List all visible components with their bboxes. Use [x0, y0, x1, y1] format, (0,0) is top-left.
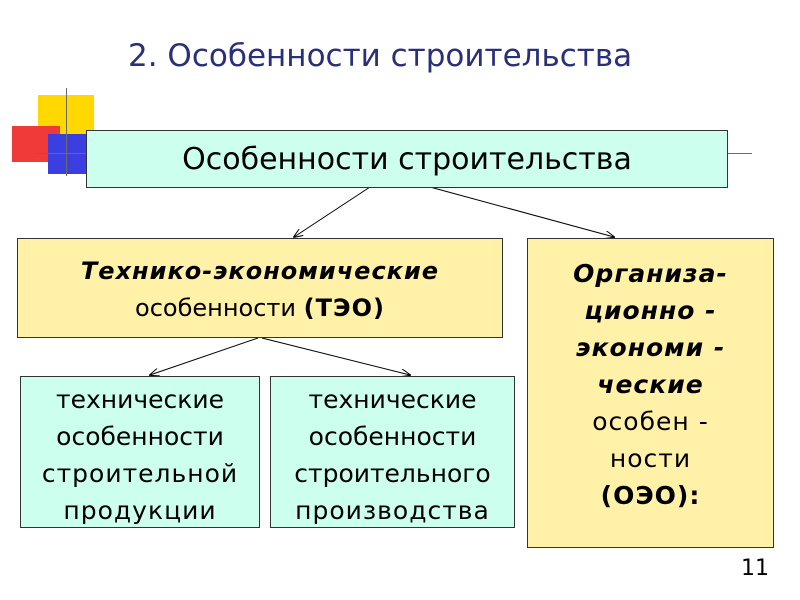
tech-product-box: технические особенности строительной про…: [20, 376, 260, 528]
oeo-line: ционно -: [584, 296, 717, 325]
teo-line2-plain: особенности: [135, 294, 304, 322]
tech-production-line: производства: [295, 496, 490, 525]
teo-abbrev: (ТЭО): [303, 294, 385, 322]
oeo-line: Организа-: [573, 259, 728, 288]
root-label: Особенности строительства: [182, 141, 632, 177]
teo-line1: Технико-экономические: [80, 257, 440, 285]
tech-product-line: строительной: [41, 459, 239, 488]
tech-production-line: особенности: [308, 422, 477, 451]
tech-product-line: технические: [56, 385, 224, 414]
arrow-root-to-oeo: [429, 186, 614, 237]
tech-production-box: технические особенности строительного пр…: [270, 376, 515, 528]
teo-line2: особенности (ТЭО): [18, 294, 502, 322]
oeo-line: экономи -: [575, 333, 726, 362]
oeo-box: Организа- ционно - экономи - ческие особ…: [527, 238, 774, 548]
arrow-root-to-teo: [294, 186, 371, 237]
tech-production-line: технические: [308, 385, 477, 414]
teo-box: Технико-экономические особенности (ТЭО): [17, 238, 503, 338]
oeo-line: ческие: [597, 370, 704, 399]
root-box: Особенности строительства: [86, 130, 728, 188]
tech-product-line: особенности: [56, 422, 224, 451]
decorative-blue-square: [48, 134, 88, 174]
slide-title: 2. Особенности строительства: [128, 38, 633, 74]
tech-product-line: продукции: [63, 496, 217, 525]
arrow-teo-to-tech-product: [150, 337, 259, 375]
oeo-abbrev: (ОЭО):: [600, 481, 701, 510]
decorative-vertical-line: [66, 88, 67, 176]
page-number: 11: [741, 556, 769, 581]
oeo-line: ности: [609, 444, 692, 473]
oeo-line: особен -: [592, 407, 709, 436]
arrow-teo-to-tech-production: [261, 337, 410, 375]
tech-production-line: строительного: [294, 459, 491, 488]
